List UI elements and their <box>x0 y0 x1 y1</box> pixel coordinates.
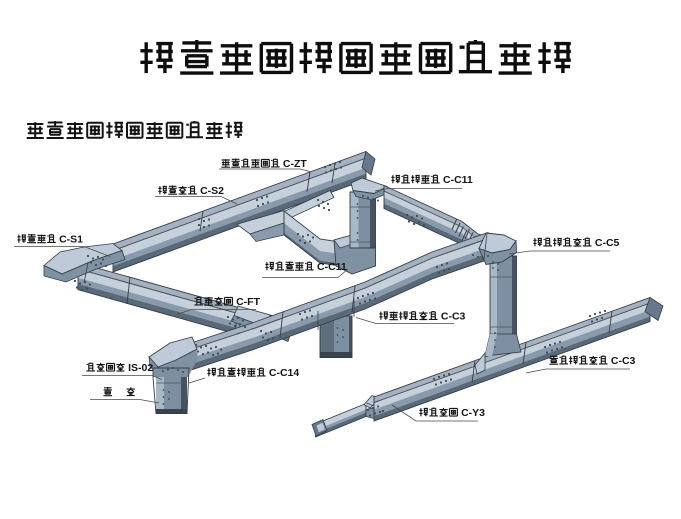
svg-text:C-C14: C-C14 <box>269 367 300 379</box>
svg-text:C-FT: C-FT <box>236 296 260 308</box>
svg-text:C-C3: C-C3 <box>441 311 466 323</box>
svg-text:C-C5: C-C5 <box>595 237 620 249</box>
svg-text:IS-02: IS-02 <box>128 362 153 374</box>
svg-text:C-S1: C-S1 <box>59 234 83 246</box>
svg-text:C-C11: C-C11 <box>317 261 347 273</box>
svg-text:C-Y3: C-Y3 <box>461 407 485 419</box>
svg-text:C-ZT: C-ZT <box>283 158 307 170</box>
svg-text:C-C3: C-C3 <box>611 355 636 367</box>
svg-text:C-S2: C-S2 <box>200 185 224 197</box>
svg-text:C-C11: C-C11 <box>443 174 473 186</box>
